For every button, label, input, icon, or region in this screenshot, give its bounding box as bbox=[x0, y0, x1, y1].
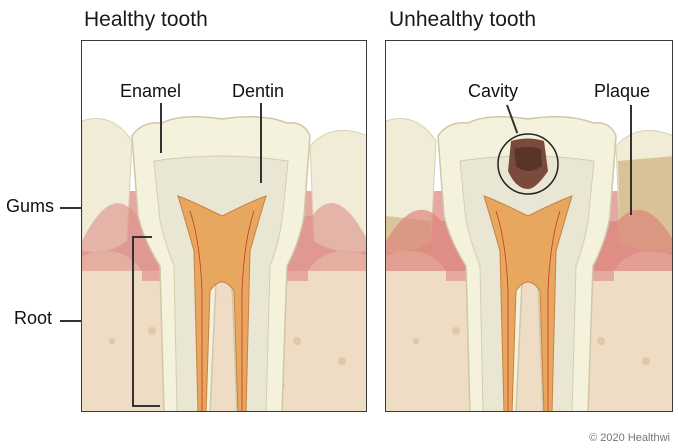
healthy-tooth-title: Healthy tooth bbox=[84, 8, 208, 32]
plaque-label: Plaque bbox=[594, 81, 650, 102]
cavity-label: Cavity bbox=[468, 81, 518, 102]
root-label: Root bbox=[14, 308, 52, 329]
enamel-leader-line bbox=[160, 103, 162, 153]
gums-label: Gums bbox=[6, 196, 54, 217]
plaque-leader-line bbox=[630, 105, 632, 215]
dentin-leader-line bbox=[260, 103, 262, 183]
unhealthy-tooth-title: Unhealthy tooth bbox=[389, 8, 536, 32]
cavity-core bbox=[514, 147, 542, 171]
dentin-label: Dentin bbox=[232, 81, 284, 102]
root-bracket-line bbox=[132, 236, 134, 406]
root-bracket-bottom bbox=[132, 405, 160, 407]
copyright-notice: © 2020 Healthwi bbox=[589, 432, 670, 444]
enamel-label: Enamel bbox=[120, 81, 181, 102]
bone-middle bbox=[436, 281, 624, 412]
bone-middle bbox=[132, 281, 318, 412]
unhealthy-tooth-panel: Cavity Plaque bbox=[385, 40, 673, 412]
healthy-tooth-panel: Enamel Dentin bbox=[81, 40, 367, 412]
root-bracket-top bbox=[132, 236, 152, 238]
